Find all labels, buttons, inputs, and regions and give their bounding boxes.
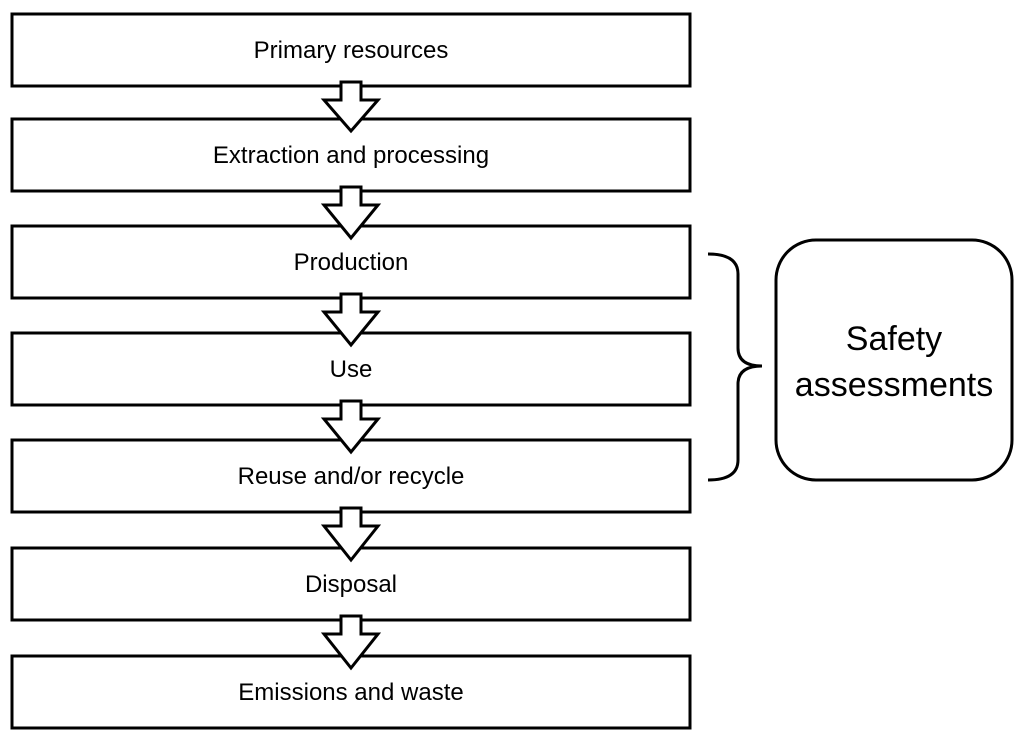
down-arrow-icon [320, 292, 382, 348]
down-arrow-icon [320, 80, 382, 134]
down-arrow-icon [320, 399, 382, 455]
safety-assessments-box: Safety assessments [774, 238, 1014, 482]
down-arrow-icon [320, 185, 382, 241]
down-arrow-icon [320, 614, 382, 671]
step-label: Production [294, 249, 409, 276]
step-label: Disposal [305, 571, 397, 598]
step-label: Primary resources [254, 37, 449, 64]
down-arrow-icon [320, 506, 382, 563]
safety-label-line1: Safety [846, 320, 942, 358]
step-label: Use [330, 356, 373, 383]
step-label: Reuse and/or recycle [238, 463, 465, 490]
safety-label-line2: assessments [795, 366, 993, 404]
step-label: Extraction and processing [213, 142, 489, 169]
step-label: Emissions and waste [238, 679, 463, 706]
step-box-primary-resources: Primary resources [10, 12, 692, 88]
curly-brace [707, 252, 763, 482]
